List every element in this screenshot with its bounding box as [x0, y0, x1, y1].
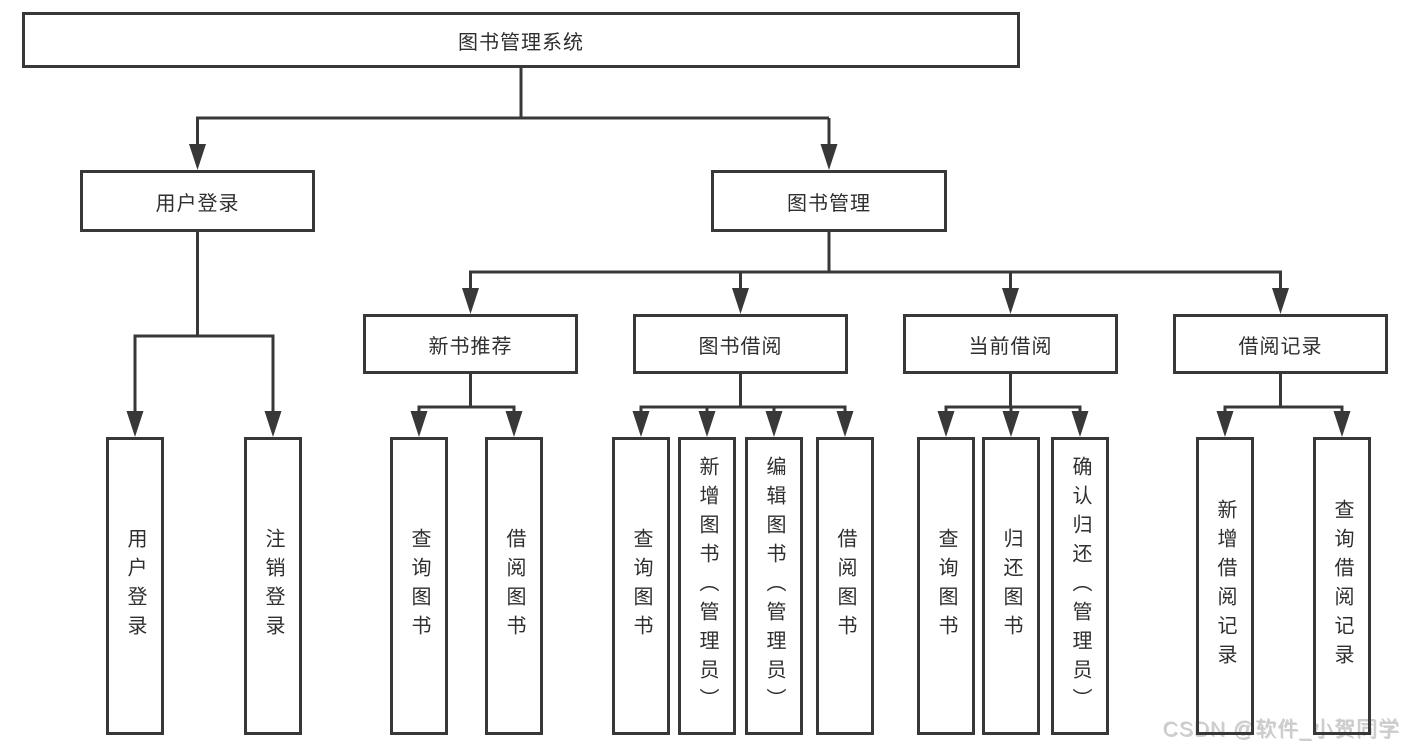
node-borrowing-records: 借阅记录 — [1173, 314, 1388, 374]
node-library-management-system: 图书管理系统 — [22, 12, 1020, 68]
node-current-borrowing: 当前借阅 — [903, 314, 1118, 374]
node-user-login: 用户登录 — [80, 170, 315, 232]
node-label: 编辑图书（管理员） — [763, 455, 785, 717]
leaf-borrow-books: 借阅图书 — [816, 437, 874, 735]
leaf-borrow-books-recommend: 借阅图书 — [485, 437, 543, 735]
leaf-query-borrow-record: 查询借阅记录 — [1313, 437, 1371, 735]
node-label: 查询图书 — [408, 528, 430, 644]
csdn-watermark: CSDN @软件_小贺同学 — [1162, 718, 1400, 741]
leaf-add-borrow-record: 新增借阅记录 — [1196, 437, 1254, 735]
node-book-management: 图书管理 — [711, 170, 947, 232]
node-label: 图书管理系统 — [458, 31, 584, 54]
arrowheads — [126, 144, 1351, 437]
node-label: 归还图书 — [1000, 528, 1022, 644]
node-label: 新书推荐 — [428, 335, 513, 358]
node-label: 借阅图书 — [834, 528, 856, 644]
leaf-return-book: 归还图书 — [982, 437, 1040, 735]
node-book-borrowing: 图书借阅 — [633, 314, 848, 374]
node-label: 确认归还（管理员） — [1069, 455, 1091, 717]
node-label: 用户登录 — [155, 192, 240, 215]
leaf-query-books-recommend: 查询图书 — [390, 437, 448, 735]
node-label: 当前借阅 — [968, 335, 1053, 358]
leaf-query-books-current: 查询图书 — [917, 437, 975, 735]
node-label: 新增图书（管理员） — [696, 455, 718, 717]
node-label: 注销登录 — [262, 528, 284, 644]
node-label: 查询借阅记录 — [1331, 499, 1353, 673]
leaf-query-books-borrow: 查询图书 — [612, 437, 670, 735]
leaf-edit-book-admin: 编辑图书（管理员） — [745, 437, 803, 735]
leaf-add-book-admin: 新增图书（管理员） — [678, 437, 736, 735]
node-label: 新增借阅记录 — [1214, 499, 1236, 673]
node-label: 查询图书 — [935, 528, 957, 644]
node-label: 借阅记录 — [1238, 335, 1323, 358]
leaf-confirm-return-admin: 确认归还（管理员） — [1051, 437, 1109, 735]
leaf-user-login: 用户登录 — [106, 437, 164, 735]
node-new-book-recommendation: 新书推荐 — [363, 314, 578, 374]
node-label: 查询图书 — [630, 528, 652, 644]
node-label: 借阅图书 — [503, 528, 525, 644]
node-label: 用户登录 — [124, 528, 146, 644]
node-label: 图书借阅 — [698, 335, 783, 358]
node-label: 图书管理 — [787, 192, 871, 215]
leaf-logout: 注销登录 — [244, 437, 302, 735]
